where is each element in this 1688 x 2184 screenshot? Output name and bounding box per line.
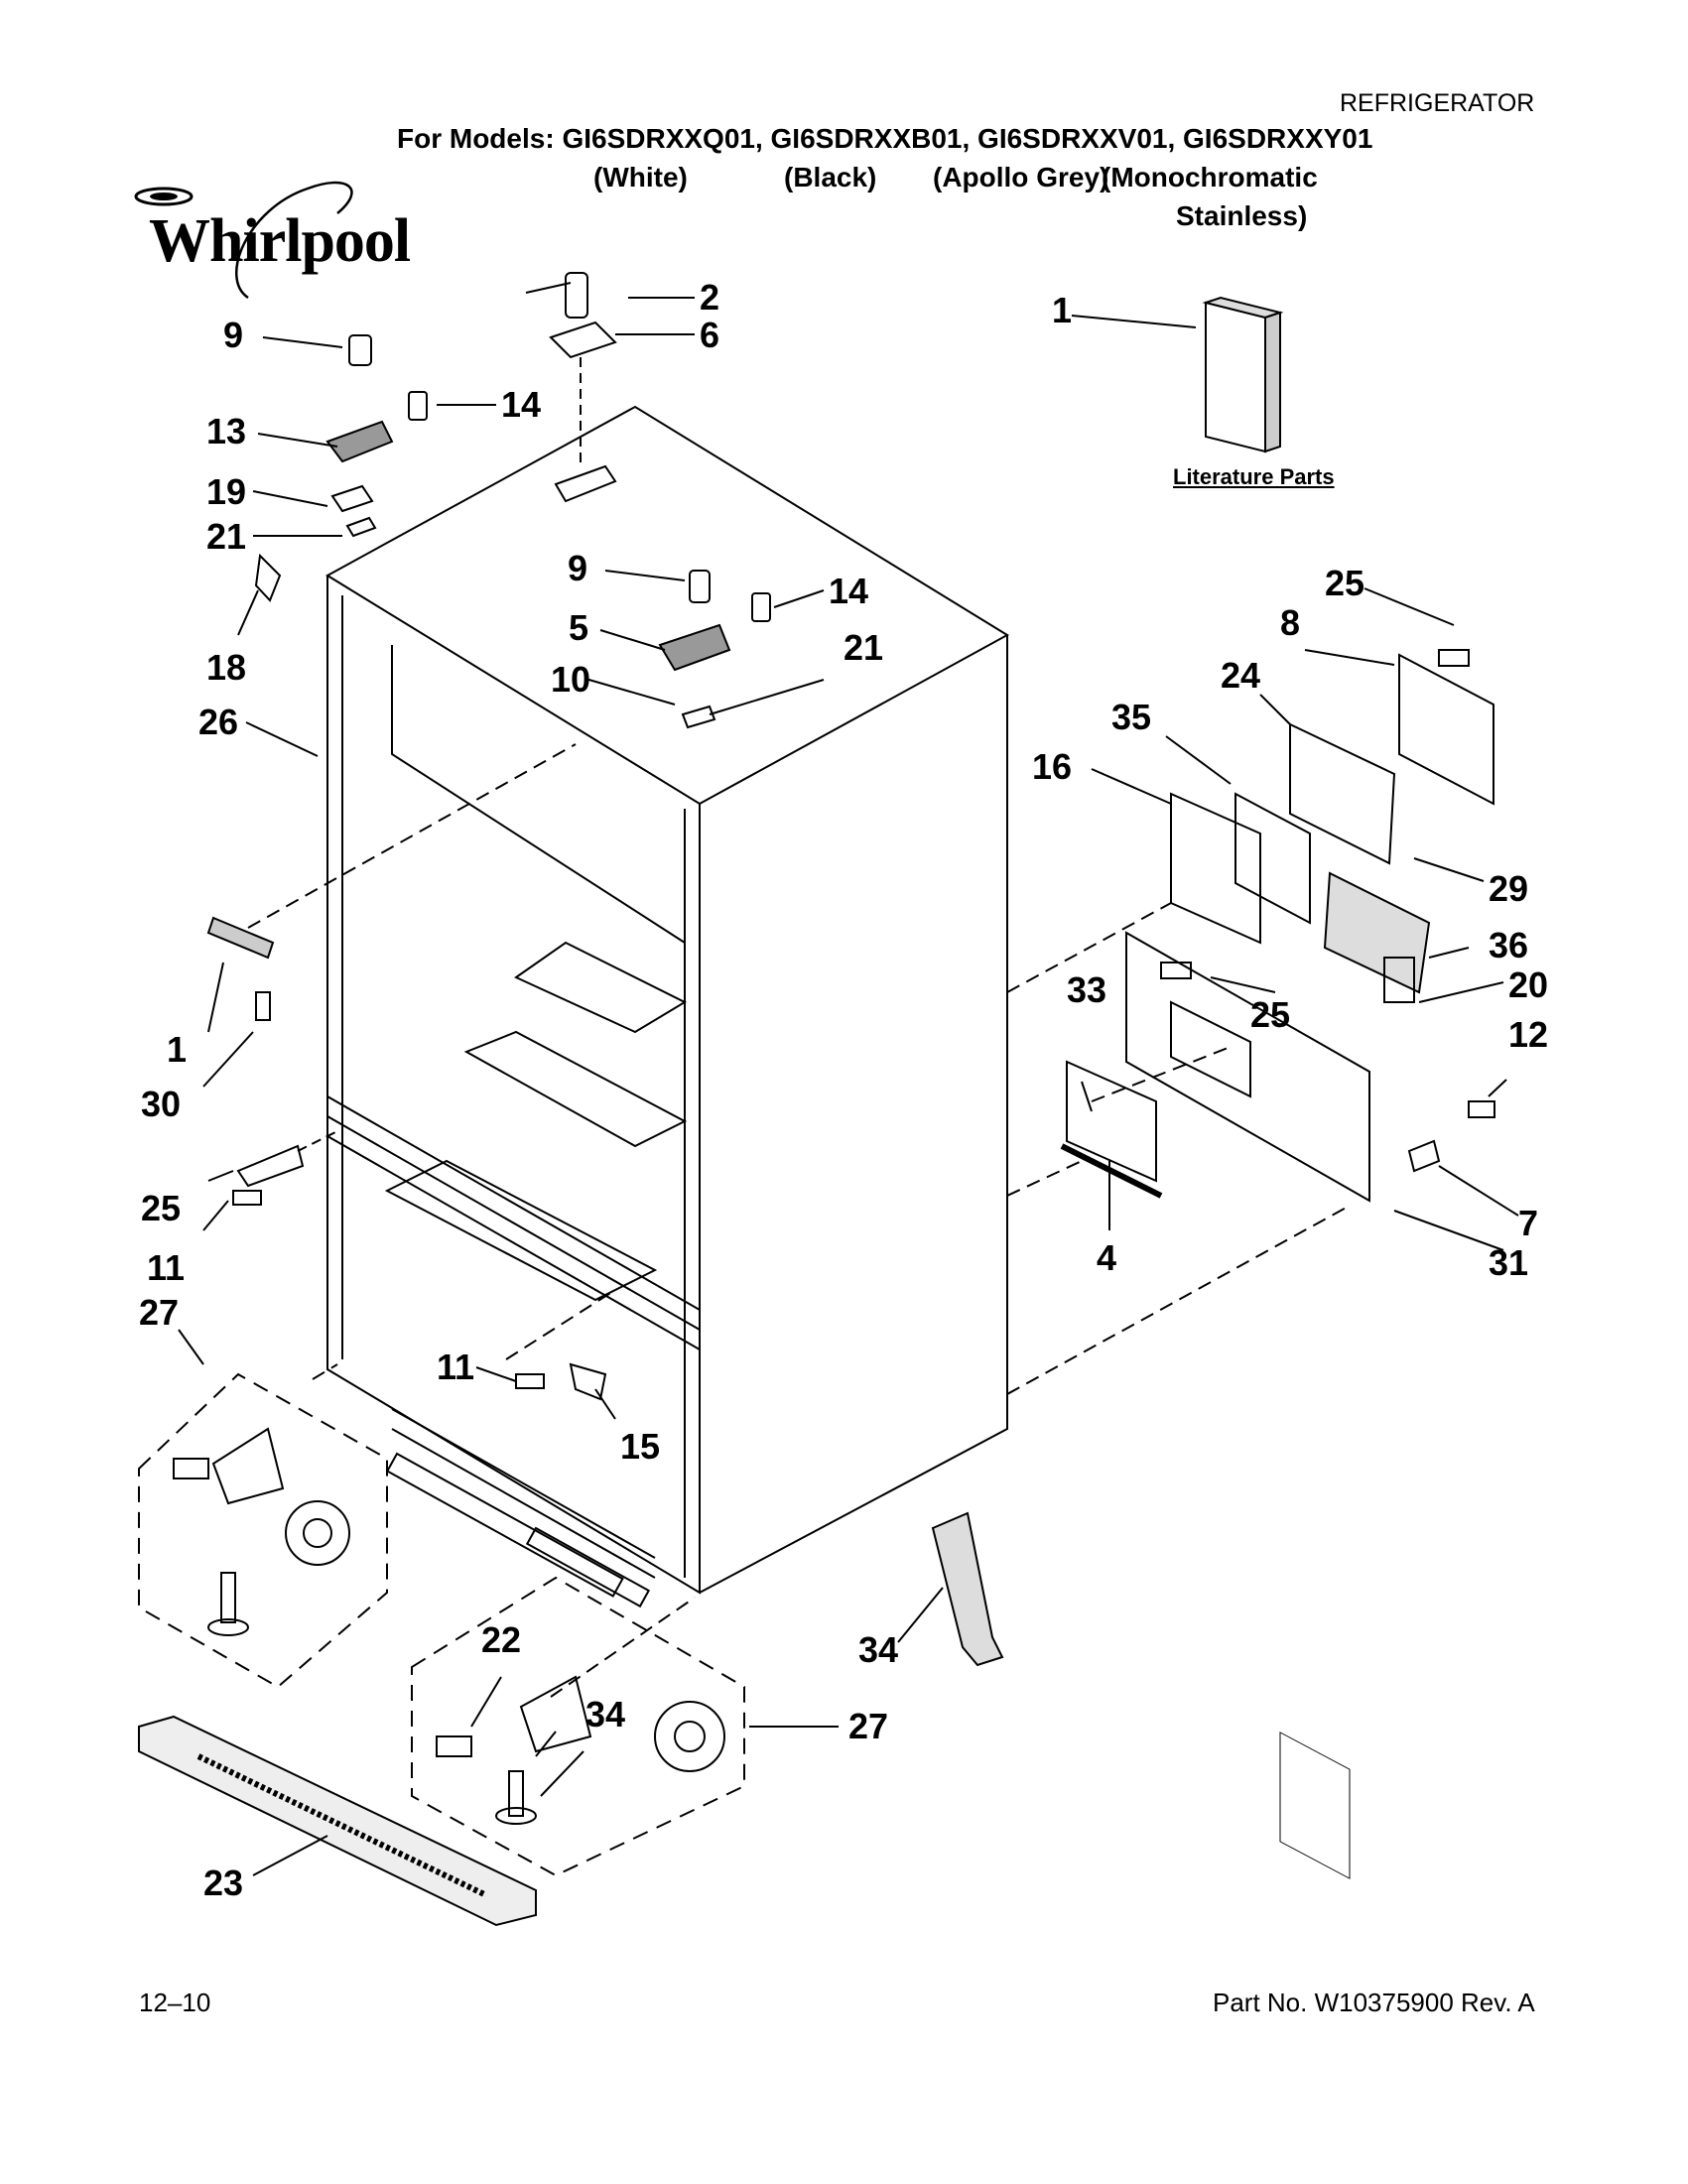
part-15-clip <box>569 1362 607 1401</box>
whirlpool-swirl-logo-icon <box>134 181 353 300</box>
connector-lines <box>312 902 1351 1698</box>
callout-9-right: 9 <box>568 548 587 588</box>
callout-28: 30 <box>141 1084 181 1124</box>
callout-14-left: 14 <box>501 384 541 425</box>
callout-11-inner: 11 <box>437 1347 474 1387</box>
callout-27-right: 27 <box>848 1706 888 1746</box>
callout-31: 34 <box>858 1629 898 1670</box>
part-11-screw-inner <box>515 1373 545 1389</box>
part-24-bracket <box>236 1144 305 1188</box>
variant-monochromatic: (Monochromatic <box>1102 162 1318 193</box>
callout-21-left: 21 <box>206 516 246 557</box>
variant-apollo-grey: (Apollo Grey) <box>933 162 1109 193</box>
callout-9-left: 9 <box>223 315 243 355</box>
callout-7: 8 <box>1280 602 1300 643</box>
callout-4: 4 <box>1097 1237 1116 1278</box>
top-hinge-right <box>658 570 771 729</box>
control-assembly <box>1060 649 1495 1879</box>
callout-2: 2 <box>700 277 719 318</box>
callout-25-top: 25 <box>1325 563 1364 603</box>
brand-wordmark: Whirlpool <box>149 207 411 275</box>
part-3-bracket <box>206 916 275 960</box>
callout-21-right: 21 <box>844 627 883 668</box>
variant-black: (Black) <box>784 162 877 193</box>
whirlpool-logo: Whirlpool <box>129 169 411 308</box>
part-31-filter <box>931 1511 1004 1667</box>
callout-26: 26 <box>198 702 238 742</box>
callout-33: 33 <box>1067 969 1106 1010</box>
callout-13: 13 <box>206 411 246 451</box>
top-hinge-left <box>325 334 428 538</box>
callout-19: 20 <box>1508 964 1548 1005</box>
variant-stainless: Stainless) <box>1176 200 1308 231</box>
callout-27-left: 27 <box>139 1292 179 1333</box>
models-line: For Models: GI6SDRXXQ01, GI6SDRXXB01, GI… <box>397 123 1373 154</box>
callout-14-right: 14 <box>829 571 868 611</box>
callout-11-left: 11 <box>147 1247 185 1288</box>
part-17-shim <box>254 553 282 602</box>
callout-18: 19 <box>206 471 246 512</box>
callout-6: 6 <box>700 315 719 355</box>
callout-1: 1 <box>1052 290 1072 330</box>
base-grille-part <box>138 1715 537 1927</box>
callout-23: 24 <box>1221 655 1260 696</box>
callout-30: 31 <box>1489 1242 1528 1283</box>
callout-3: 1 <box>167 1029 187 1070</box>
callout-25-mid: 25 <box>1250 994 1290 1035</box>
callout-16: 16 <box>1032 746 1072 787</box>
callout-36: 36 <box>1489 925 1528 965</box>
callout-35: 35 <box>1111 697 1151 737</box>
date-code: 12–10 <box>139 1988 211 2017</box>
callout-20: 22 <box>481 1619 521 1660</box>
callout-8: 7 <box>1518 1203 1538 1243</box>
water-valve-part <box>525 272 617 503</box>
callout-17: 18 <box>206 647 246 688</box>
category-label: REFRIGERATOR <box>1340 89 1535 117</box>
callout-24: 25 <box>141 1188 181 1228</box>
callout-22: 23 <box>203 1863 243 1903</box>
literature-book-icon <box>1202 296 1284 453</box>
part-28-screw <box>255 991 271 1021</box>
part-number: Part No. W10375900 Rev. A <box>1213 1988 1535 2017</box>
callout-34: 34 <box>585 1694 625 1734</box>
callout-5: 5 <box>569 607 588 648</box>
caster-kit-left <box>138 1372 388 1689</box>
refrigerator-cabinet <box>325 405 1009 1608</box>
callout-12: 12 <box>1508 1014 1548 1055</box>
part-11-screw-left <box>232 1190 262 1206</box>
caster-kit-right <box>411 1576 745 1877</box>
callout-29: 29 <box>1489 868 1528 909</box>
variant-white: (White) <box>593 162 688 193</box>
literature-parts-label: Literature Parts <box>1173 464 1335 489</box>
callout-10: 10 <box>551 659 590 700</box>
callout-15: 15 <box>620 1426 660 1467</box>
callout-leaders <box>178 297 1519 1876</box>
